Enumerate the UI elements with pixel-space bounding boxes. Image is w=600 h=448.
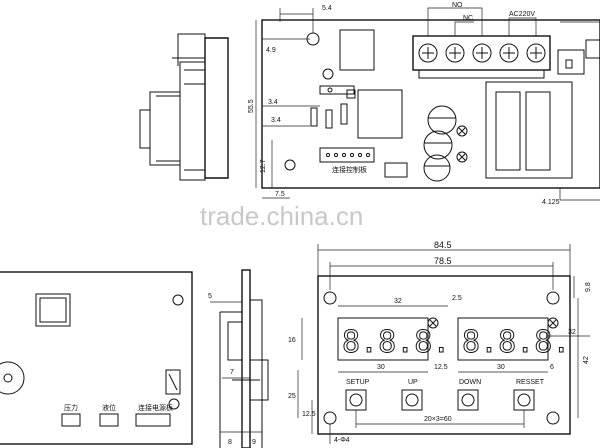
- dim-6: 6: [550, 364, 554, 371]
- display-right: 8.8.8.: [462, 325, 570, 360]
- button-label-setup: SETUP: [346, 379, 370, 386]
- side-view-drawing: 5 7 8 9: [208, 269, 269, 448]
- panel-buttons: [345, 389, 535, 411]
- label-pressure: 压力: [64, 403, 78, 412]
- dim-32-top: 32: [394, 298, 402, 305]
- dim-16: 16: [288, 337, 296, 344]
- dim-7-5: 7.5: [275, 191, 285, 198]
- dim-42: 42: [583, 356, 590, 364]
- bottom-left-board-drawing: 压力 液位 连接电源板: [0, 271, 193, 445]
- dim-5-4: 5.4: [322, 5, 332, 12]
- dim-12-7: 12.7: [260, 159, 267, 173]
- side-dim-9: 9: [252, 439, 256, 446]
- top-board-drawing: 连接控制板 NO: [139, 2, 600, 206]
- display-left: 8.8.8.: [342, 325, 450, 360]
- dim-12-5-left: 12.5: [302, 411, 316, 418]
- dim-3-4-a: 3.4: [268, 99, 278, 106]
- side-dim-8: 8: [228, 439, 232, 446]
- dim-12-5-mid: 12.5: [434, 364, 448, 371]
- connector-pins: [325, 152, 371, 158]
- side-dim-5: 5: [208, 293, 212, 300]
- front-panel-drawing: 8.8.8. 8.8.8. SETUP UP DOWN RESSET 84.5 …: [288, 240, 592, 444]
- terminal-label-ac220v: AC220V: [509, 11, 535, 18]
- dim-9-8: 9.8: [585, 282, 592, 292]
- dim-25: 25: [288, 393, 296, 400]
- dim-20x3-60: 20×3=60: [424, 416, 452, 423]
- dim-4-9: 4.9: [266, 47, 276, 54]
- terminal-screws: [418, 43, 546, 63]
- side-dim-7: 7: [230, 369, 234, 376]
- dim-3-4-b: 3.4: [271, 117, 281, 124]
- dim-30-right: 30: [497, 364, 505, 371]
- label-power-connection: 连接电源板: [138, 403, 173, 412]
- button-label-resset: RESSET: [516, 379, 545, 386]
- dim-84-5: 84.5: [434, 240, 452, 250]
- dim-4-phi4: 4-Φ4: [334, 437, 350, 444]
- dim-2-5: 2.5: [452, 295, 462, 302]
- dim-4-125: 4.125: [542, 199, 560, 206]
- dim-30-left: 30: [377, 364, 385, 371]
- label-liquid-level: 液位: [102, 403, 116, 412]
- terminal-label-no: NO: [452, 2, 463, 9]
- connector-label: 连接控制板: [332, 165, 367, 174]
- button-label-down: DOWN: [459, 379, 481, 386]
- button-label-up: UP: [408, 379, 418, 386]
- dim-78-5: 78.5: [434, 256, 452, 266]
- terminal-label-nc: NC: [463, 15, 473, 22]
- dim-55-5: 55.5: [248, 99, 255, 113]
- watermark-text: trade.china.cn: [200, 201, 363, 231]
- dim-32-right: 32: [568, 329, 576, 336]
